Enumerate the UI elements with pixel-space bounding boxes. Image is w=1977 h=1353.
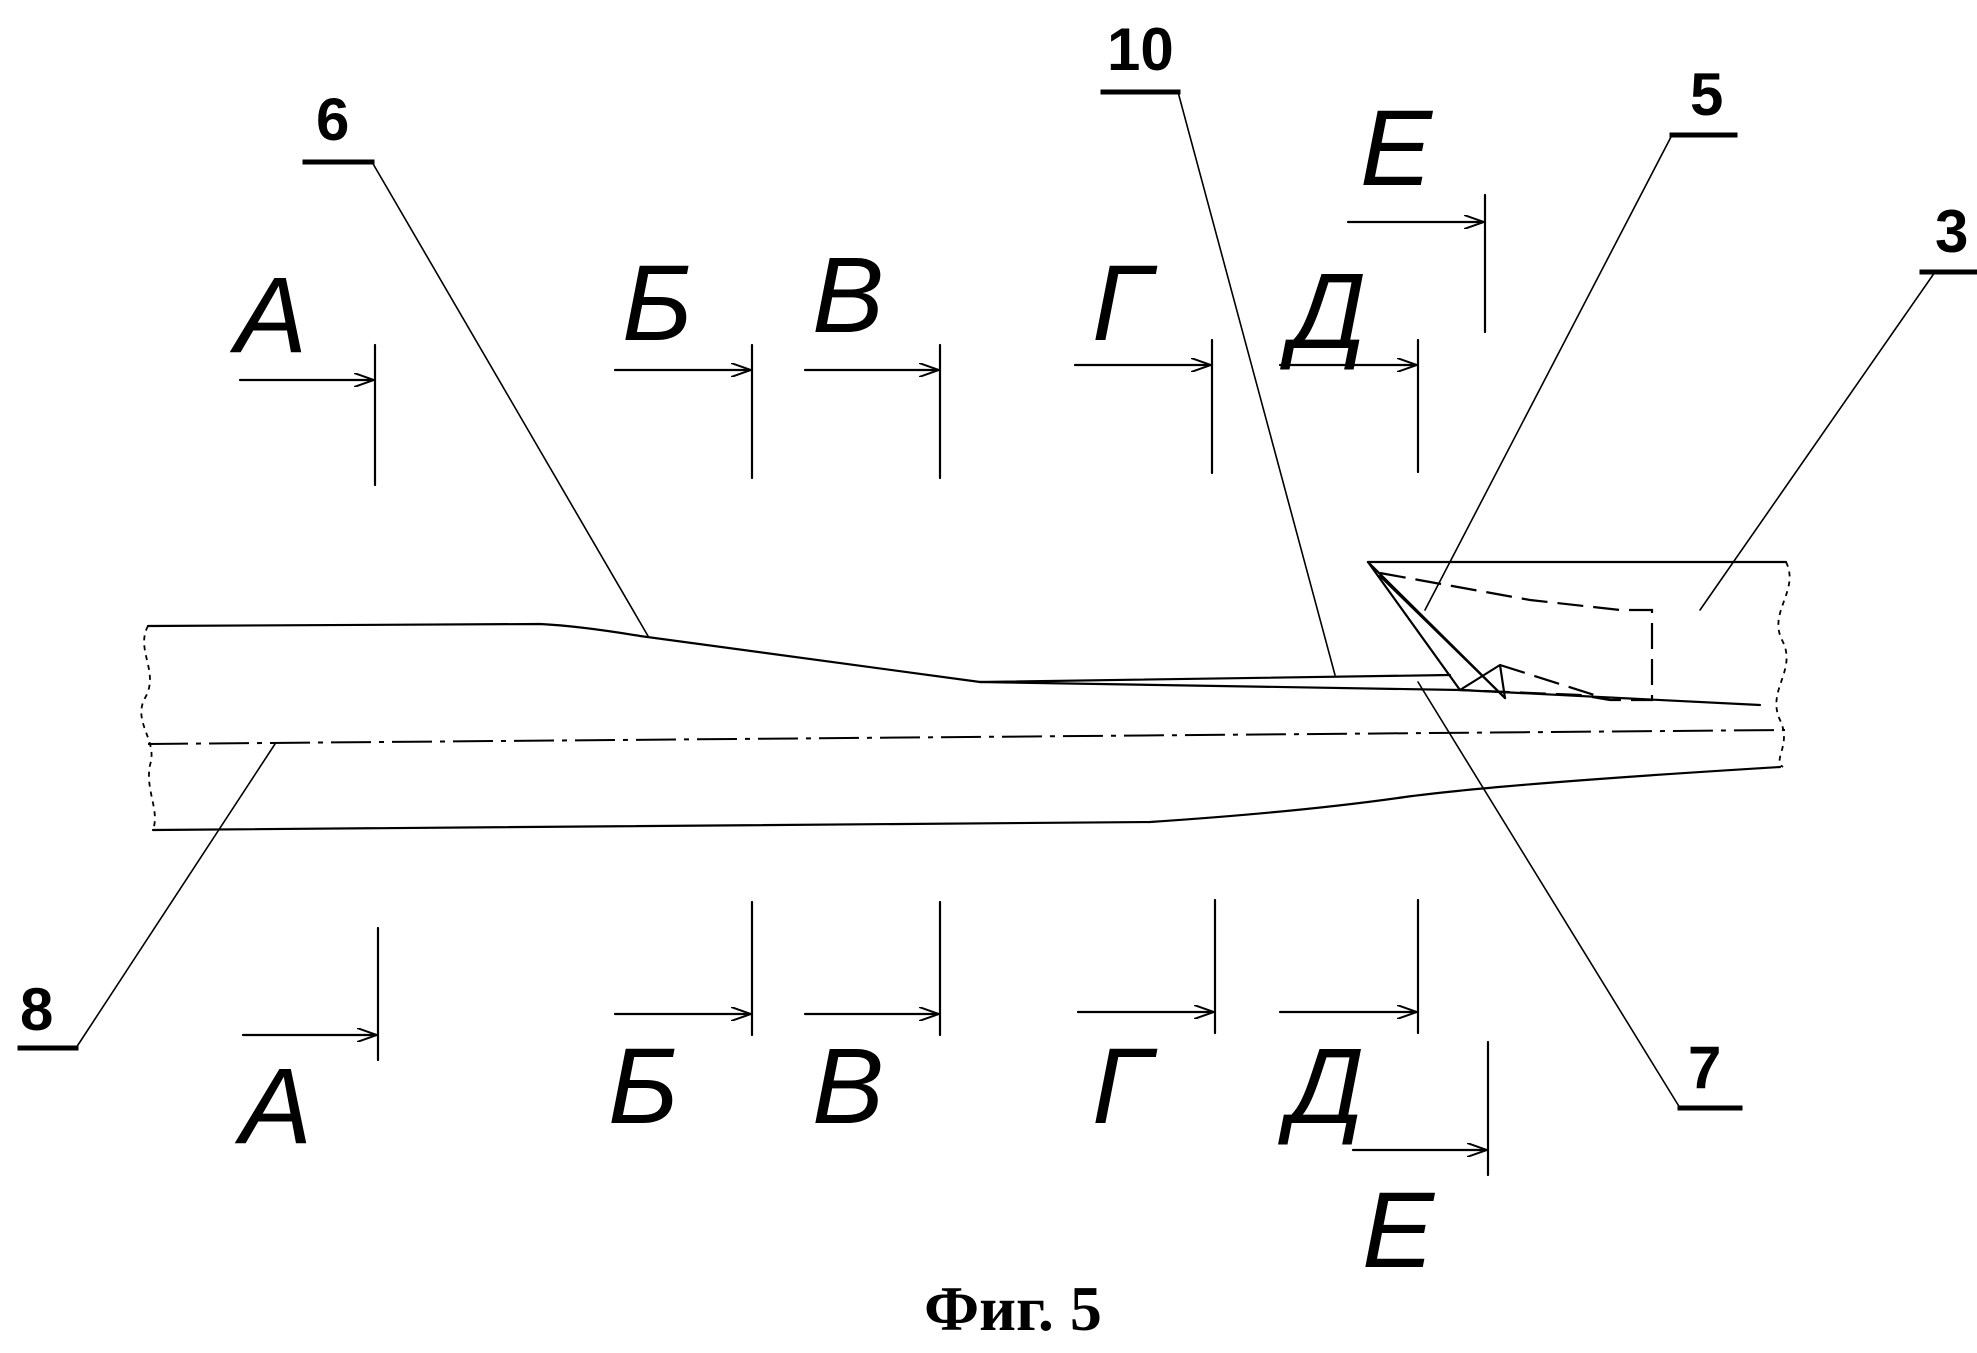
inner-contour xyxy=(978,680,1762,707)
hidden-contour-inner xyxy=(1459,663,1611,702)
section-b-bottom-label: Б xyxy=(608,1025,678,1146)
section-b-top-label: Б xyxy=(622,242,692,363)
section-markers-bottom xyxy=(241,898,1490,1177)
right-break-line xyxy=(1775,561,1791,768)
callout-10: 10 xyxy=(1107,16,1174,83)
main-body xyxy=(140,622,1782,832)
section-v-top-label: В xyxy=(812,234,884,355)
wedge-fold xyxy=(1458,663,1507,700)
section-d-top-label: Д xyxy=(1280,250,1366,371)
section-e-bottom-label: Е xyxy=(1362,1169,1436,1290)
section-e-top-label: Е xyxy=(1360,87,1434,208)
section-letters-bottom: А Б В Г Д Е xyxy=(234,1025,1436,1290)
leader-10 xyxy=(1177,91,1336,676)
callout-8: 8 xyxy=(20,976,53,1043)
leader-7 xyxy=(1417,681,1681,1109)
section-d-bottom-label: Д xyxy=(1278,1025,1364,1146)
leader-5 xyxy=(1424,134,1673,611)
callout-labels: 6 10 5 3 8 7 xyxy=(17,16,1977,1111)
hidden-contour-top xyxy=(1379,571,1654,702)
leader-8 xyxy=(75,743,276,1049)
wedge-brace xyxy=(1378,574,1507,700)
section-letters-top: А Б В Г Д Е xyxy=(229,87,1434,375)
centerline-axis xyxy=(147,729,1786,745)
part-3-housing xyxy=(1366,560,1791,768)
section-v-bottom-label: В xyxy=(812,1025,884,1146)
lower-contour xyxy=(151,765,1782,832)
leader-lines xyxy=(75,91,1936,1109)
callout-7: 7 xyxy=(1688,1034,1721,1101)
leader-3 xyxy=(1699,271,1936,611)
callout-6: 6 xyxy=(316,86,349,153)
section-g-bottom-label: Г xyxy=(1092,1025,1158,1146)
callout-3: 3 xyxy=(1935,198,1968,265)
upper-contour xyxy=(146,622,1452,684)
section-a-bottom-label: А xyxy=(234,1045,312,1166)
section-g-top-label: Г xyxy=(1092,242,1158,363)
figure-caption: Фиг. 5 xyxy=(924,1273,1102,1344)
callout-5: 5 xyxy=(1690,61,1723,128)
leader-6 xyxy=(371,161,649,637)
wedge-inner xyxy=(1366,560,1462,692)
section-a-top-label: А xyxy=(229,254,307,375)
left-break-line xyxy=(140,625,156,831)
section-markers-top xyxy=(238,193,1487,487)
